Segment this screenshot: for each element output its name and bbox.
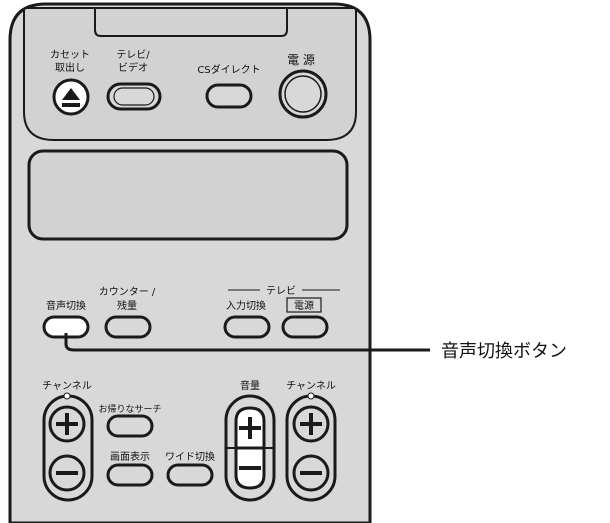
favorites-button[interactable] (106, 414, 154, 438)
plus-icon (56, 413, 78, 435)
volume-down-button[interactable] (234, 446, 266, 490)
eject-icon (62, 88, 80, 107)
channel-left-down-button[interactable] (48, 454, 86, 492)
callout-audio-switch-button: 音声切換ボタン (441, 341, 567, 362)
tv-power-button[interactable] (281, 315, 329, 339)
remaining-label: 残量 (117, 299, 137, 312)
plus-icon (239, 417, 261, 439)
cassette-eject-label-1: カセット (50, 49, 90, 61)
counter-remaining-button[interactable] (104, 315, 152, 339)
volume-label: 音量 (240, 379, 260, 392)
display-label: 画面表示 (110, 450, 150, 463)
channel-left-up-button[interactable] (48, 405, 86, 443)
tv-power-label: 電源 (294, 299, 314, 312)
input-switch-label: 入力切換 (226, 299, 266, 312)
channel-right-down-button[interactable] (292, 454, 330, 492)
tv-power-label-box (286, 297, 322, 313)
cs-direct-label: CSダイレクト (197, 63, 260, 76)
power-button[interactable] (278, 69, 328, 119)
cs-direct-button[interactable] (205, 83, 253, 109)
channel-right-up-button[interactable] (292, 405, 330, 443)
eject-button[interactable] (52, 78, 90, 116)
counter-label: カウンター / (99, 286, 156, 298)
top-tab (94, 8, 288, 37)
plus-icon (300, 413, 322, 435)
wide-switch-button[interactable] (166, 463, 214, 487)
display-window (27, 149, 349, 241)
input-switch-button[interactable] (223, 315, 271, 339)
favorites-label: お帰りなサーチ (98, 403, 161, 415)
cassette-eject-label-2: 取出し (55, 61, 85, 74)
tv-video-button-inner (113, 87, 155, 106)
volume-up-button[interactable] (234, 406, 266, 450)
tv-video-label-2: ビデオ (118, 61, 148, 74)
channel-left-dot (63, 392, 71, 400)
audio-switch-label: 音声切換 (46, 299, 86, 312)
power-label: 電 源 (287, 53, 315, 67)
tv-video-label-1: テレビ/ (116, 49, 150, 61)
tv-video-button[interactable] (106, 82, 162, 111)
top-panel (23, 7, 357, 141)
channel-right-dot (307, 392, 315, 400)
tv-group-label: テレビ (266, 285, 296, 297)
callout-leader-line (64, 333, 430, 352)
wide-label: ワイド切換 (165, 451, 215, 463)
display-button[interactable] (106, 463, 154, 487)
channel-right-label: チャンネル (286, 380, 336, 392)
channel-left-label: チャンネル (42, 380, 92, 392)
